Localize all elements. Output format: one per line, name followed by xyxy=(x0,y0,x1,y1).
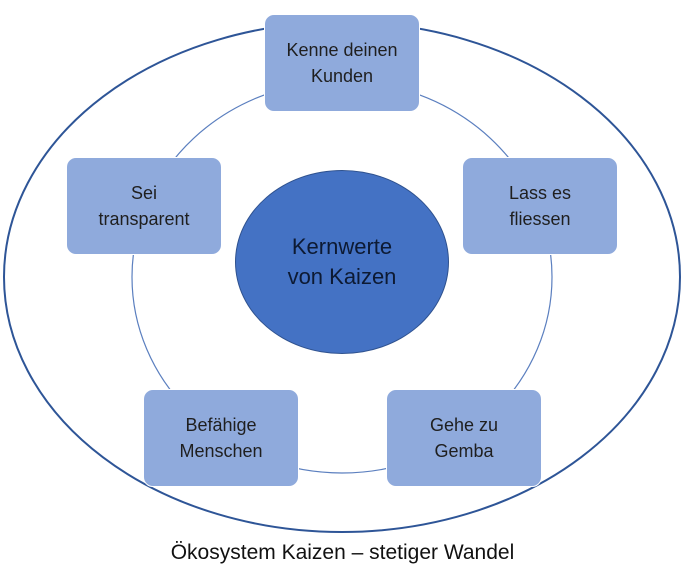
center-label: Kernwerte von Kaizen xyxy=(287,234,397,289)
value-label-kunden: Kenne deinen Kunden xyxy=(286,40,398,86)
value-label-menschen: Befähige Menschen xyxy=(179,415,263,461)
value-box-menschen: Befähige Menschen xyxy=(143,389,299,487)
value-box-transparent: Sei transparent xyxy=(66,157,222,255)
diagram-caption: Ökosystem Kaizen – stetiger Wandel xyxy=(170,541,515,564)
value-label-fliessen: Lass es fliessen xyxy=(508,183,572,229)
center-circle: Kernwerte von Kaizen xyxy=(235,170,449,354)
value-label-transparent: Sei transparent xyxy=(98,183,190,229)
value-box-fliessen: Lass es fliessen xyxy=(462,157,618,255)
value-box-kunden: Kenne deinen Kunden xyxy=(264,14,420,112)
value-label-gemba: Gehe zu Gemba xyxy=(429,415,499,461)
value-box-gemba: Gehe zu Gemba xyxy=(386,389,542,487)
